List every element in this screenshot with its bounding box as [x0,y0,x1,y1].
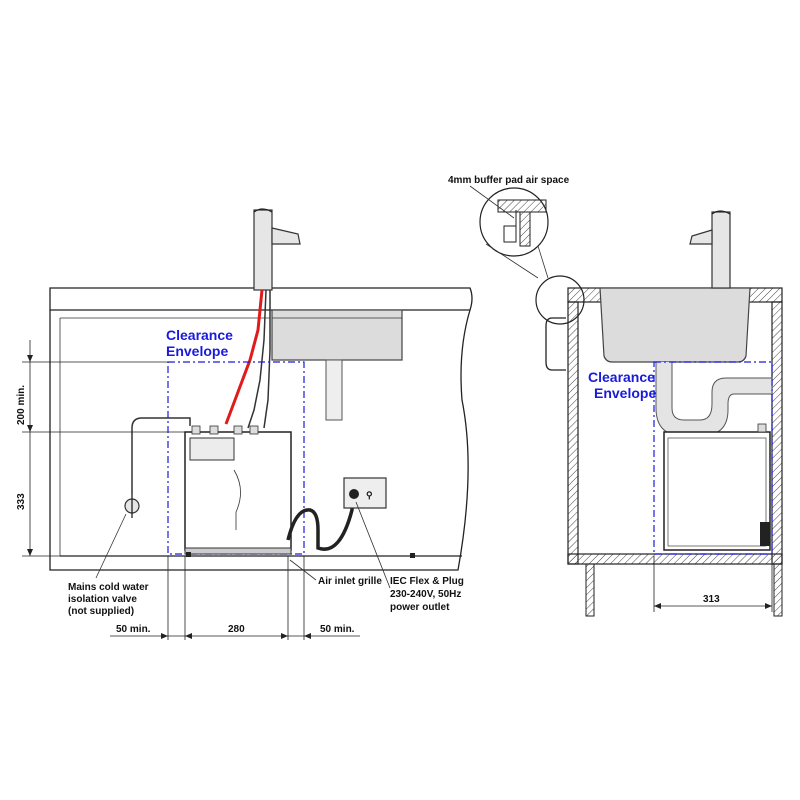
iec-label-3: power outlet [390,602,450,613]
side-sink [599,287,751,363]
sink [271,309,403,361]
side-tap [689,210,731,289]
power-cable [286,500,354,551]
mains-label-2: isolation valve [68,594,137,605]
power-outlet: ⚲ [343,477,387,509]
depth-label: 313 [703,594,720,605]
cabinet-outline [49,309,471,571]
depth-dimension [653,556,773,612]
front-view: ⚲ 200 min. 333 50 min. [16,208,473,640]
buffer-pad-label: 4mm buffer pad air space [448,175,570,186]
width-right-gap-label: 50 min. [320,624,355,635]
width-left-gap-label: 50 min. [116,624,151,635]
air-inlet-label: Air inlet grille [318,576,382,587]
mains-label-1: Mains cold water [68,582,149,593]
width-unit-label: 280 [228,624,245,635]
side-floor [567,553,783,565]
height-dimension [22,340,185,557]
waste-pipe [325,359,343,421]
door-handle [545,317,566,371]
supply-lines [247,289,267,429]
tap [253,208,301,291]
height-bottom-label: 333 [16,493,27,510]
detail-callout-large [479,187,549,257]
hot-water-line [224,289,264,425]
side-left-wall [567,301,579,565]
iec-label-1: IEC Flex & Plug [390,576,464,587]
benchtop [49,287,473,311]
clearance-label-left-1: Clearance [166,327,233,343]
width-dimension [110,556,360,640]
mains-label-3: (not supplied) [68,606,134,617]
clearance-label-left-2: Envelope [166,343,228,359]
detail-callout-small [535,275,585,325]
clearance-envelope-side [653,361,773,555]
iec-label-2: 230-240V, 50Hz [390,589,461,600]
clearance-label-right-2: Envelope [594,385,656,401]
svg-text:⚲: ⚲ [366,490,373,500]
side-boiler-unit [663,423,771,551]
cold-water-line [131,417,191,494]
side-right-wall [771,301,783,565]
clearance-label-right-1: Clearance [588,369,655,385]
side-view: 313 4mm buffer pad air space Clearance E… [448,175,783,617]
height-top-label: 200 min. [16,385,27,425]
side-waste-trap [655,362,773,437]
boiler-unit [184,425,292,555]
